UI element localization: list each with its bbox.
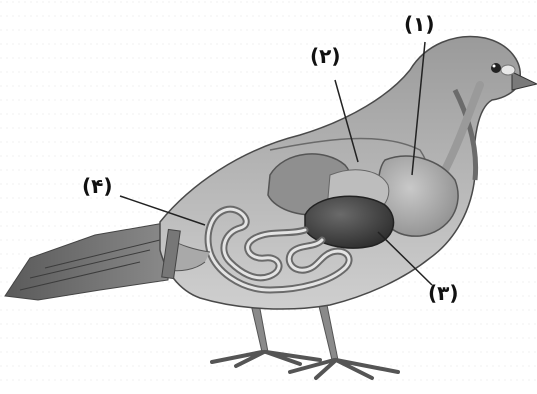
label-2: (۲) bbox=[310, 46, 341, 66]
label-3: (۳) bbox=[428, 283, 459, 303]
cere bbox=[501, 65, 515, 75]
label-1: (۱) bbox=[404, 14, 435, 34]
eye-highlight bbox=[493, 65, 496, 68]
label-4: (۴) bbox=[82, 176, 113, 196]
pigeon-eye bbox=[491, 63, 501, 73]
